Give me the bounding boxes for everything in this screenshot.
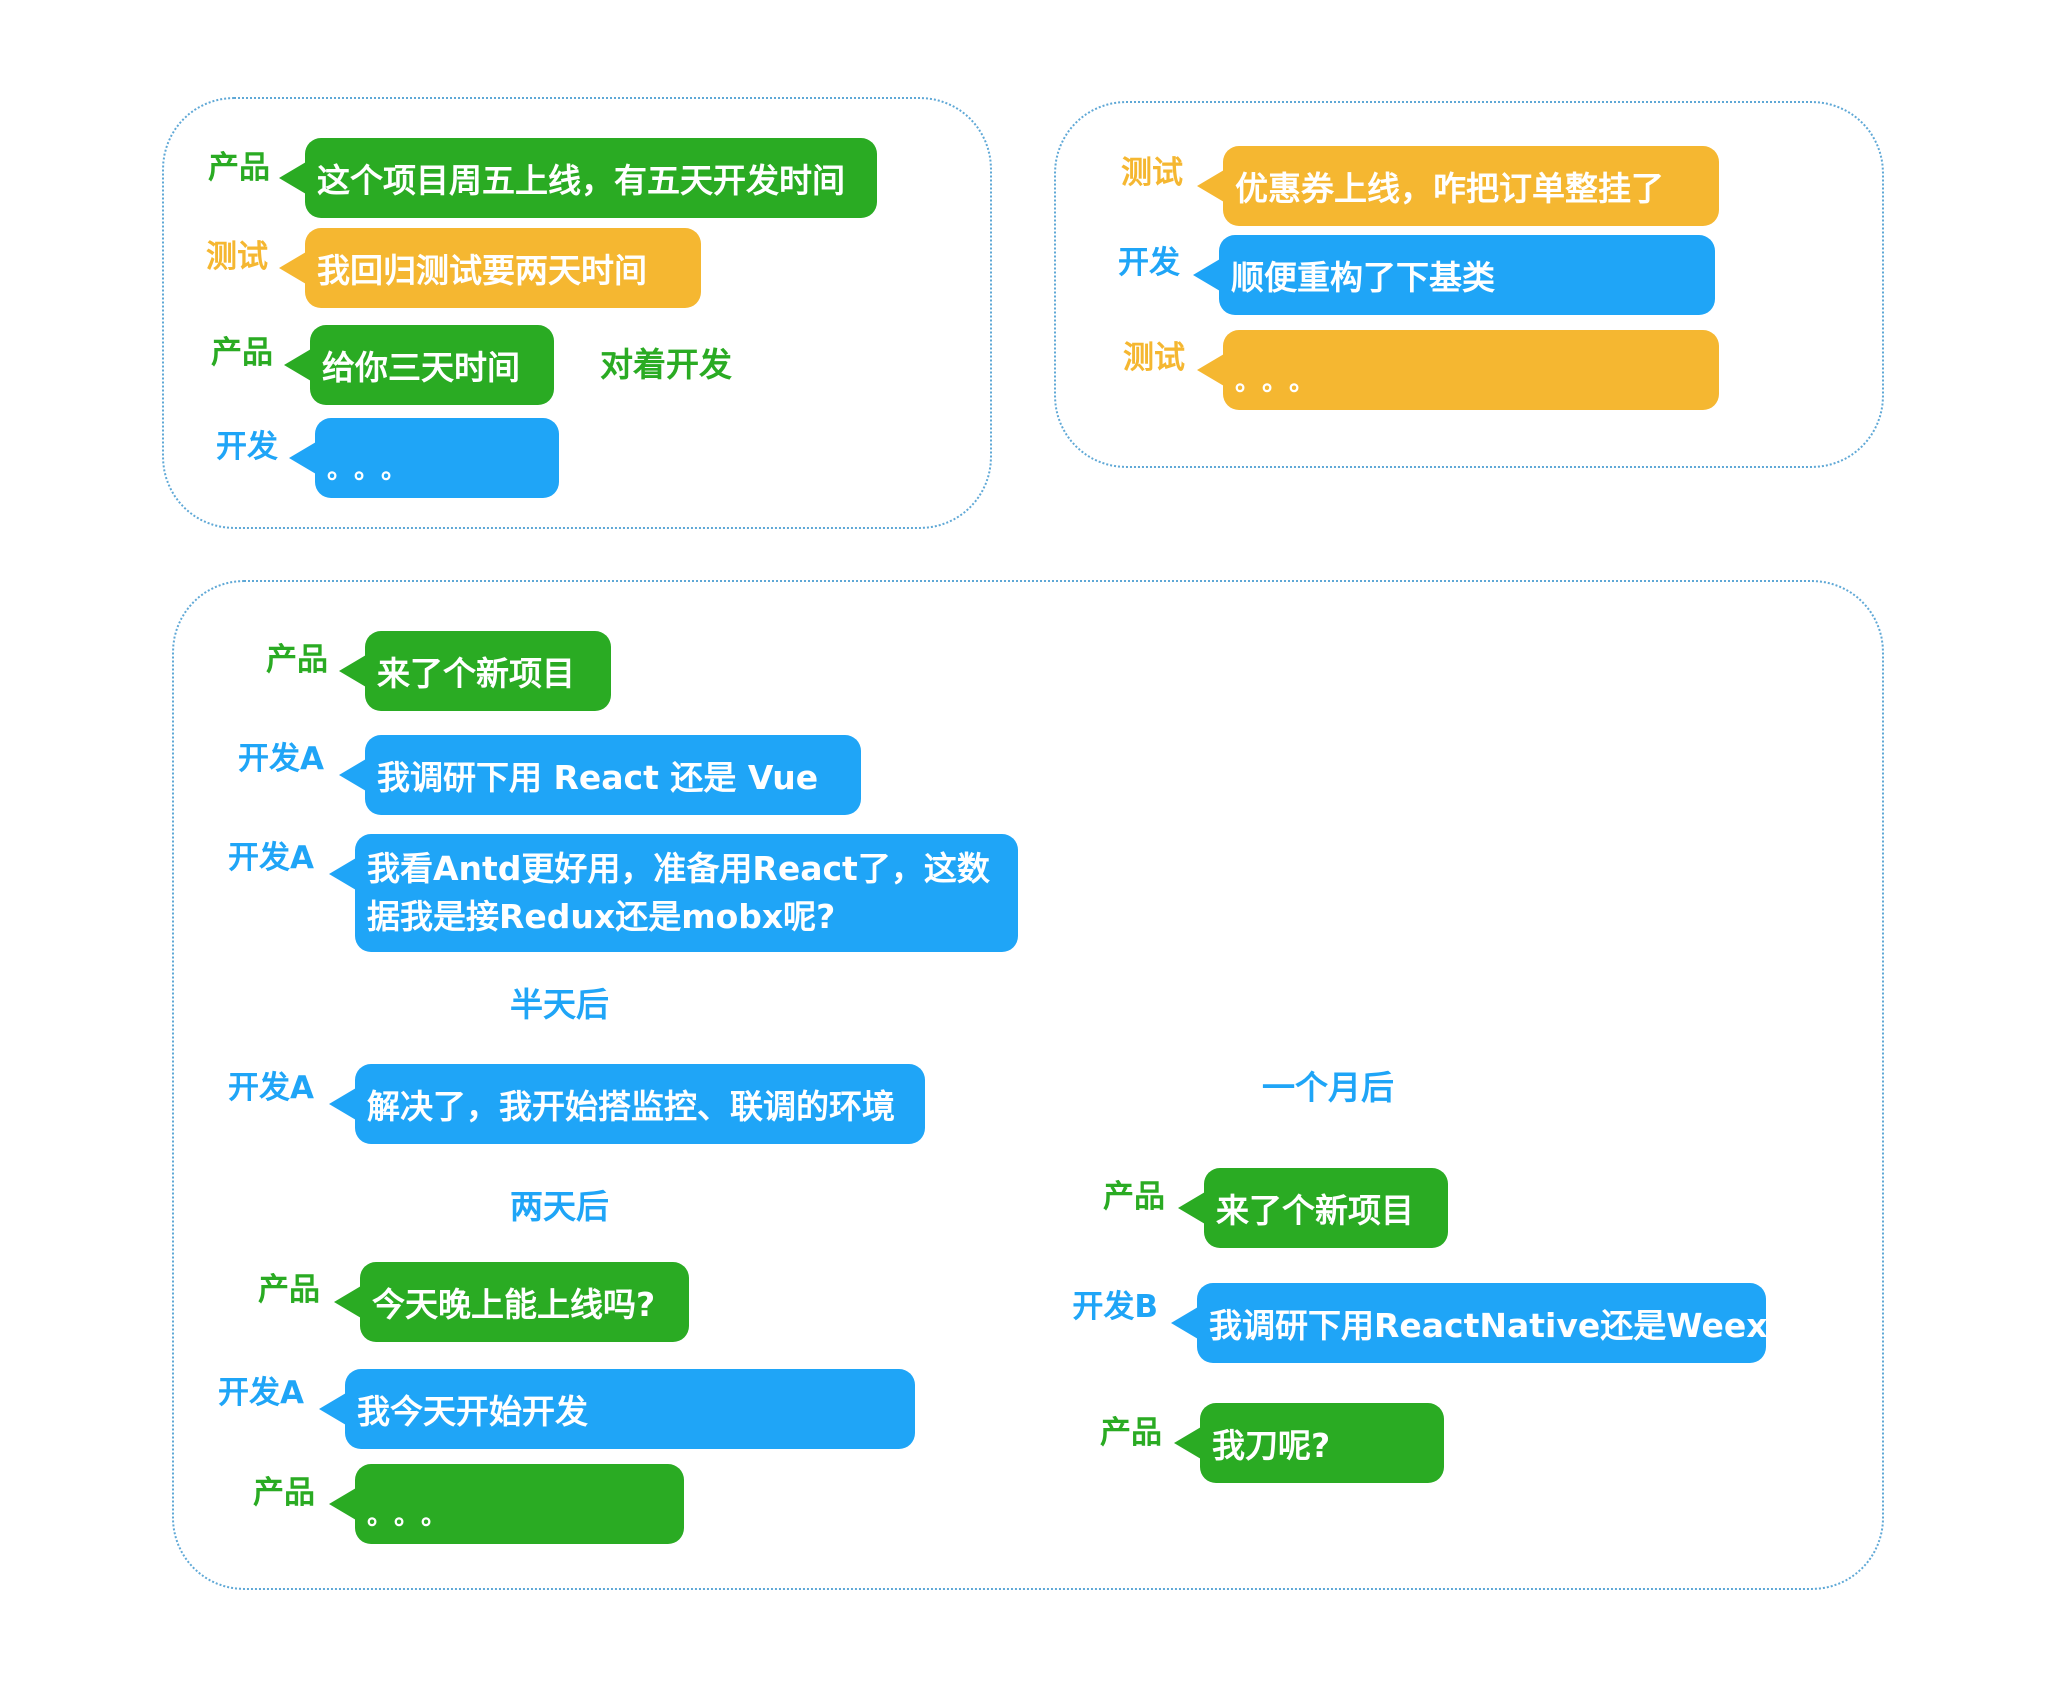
chat-bubble: 优惠券上线，咋把订单整挂了	[1197, 146, 1719, 226]
chat-bubble: 给你三天时间	[284, 325, 554, 405]
chat-bubble-text: 我调研下用ReactNative还是Weex	[1209, 1306, 1768, 1345]
speaker-label: 开发	[216, 429, 278, 465]
speaker-label: 开发B	[1072, 1289, 1158, 1325]
speaker-label: 开发A	[228, 840, 314, 876]
chat-bubble-text: 优惠券上线，咋把订单整挂了	[1235, 169, 1664, 208]
annotation-note: 两天后	[510, 1187, 609, 1226]
chat-bubble: 今天晚上能上线吗?	[334, 1262, 689, 1342]
speaker-label: 产品	[208, 150, 270, 186]
speaker-label: 产品	[253, 1475, 315, 1511]
speaker-label: 测试	[1123, 340, 1185, 376]
chat-bubble-text: 我刀呢?	[1212, 1426, 1331, 1465]
chat-bubble-text: 这个项目周五上线，有五天开发时间	[317, 161, 845, 200]
speaker-label: 产品	[266, 642, 328, 678]
speaker-label: 开发A	[218, 1375, 304, 1411]
annotation-note: 对着开发	[600, 345, 732, 384]
chat-panel-new-project	[172, 580, 1884, 1590]
speaker-label: 产品	[258, 1272, 320, 1308]
chat-bubble-text: 我调研下用 React 还是 Vue	[377, 758, 819, 797]
chat-bubble: 这个项目周五上线，有五天开发时间	[279, 138, 877, 218]
chat-bubble-text: 我今天开始开发	[357, 1392, 588, 1431]
chat-bubble-text: 。。。	[1235, 366, 1330, 397]
chat-bubble: 我看Antd更好用，准备用React了，这数据我是接Redux还是mobx呢?	[329, 834, 1018, 952]
chat-bubble-text: 顺便重构了下基类	[1231, 258, 1495, 297]
chat-bubble-text: 来了个新项目	[1216, 1191, 1414, 1230]
chat-bubble-text: 来了个新项目	[377, 654, 575, 693]
chat-bubble-text: 。。。	[367, 1500, 462, 1531]
chat-bubble: 。。。	[329, 1464, 684, 1544]
chat-panel-refactor	[1054, 101, 1884, 468]
speaker-label: 产品	[211, 335, 273, 371]
chat-panel-deadline	[162, 97, 992, 529]
chat-bubble: 解决了，我开始搭监控、联调的环境	[329, 1064, 925, 1144]
chat-bubble: 我调研下用ReactNative还是Weex	[1171, 1283, 1768, 1363]
chat-bubble: 我今天开始开发	[319, 1369, 915, 1449]
chat-bubble: 我刀呢?	[1174, 1403, 1444, 1483]
chat-bubble-text: 给你三天时间	[322, 348, 520, 387]
speaker-label: 产品	[1100, 1415, 1162, 1451]
speaker-label: 产品	[1103, 1179, 1165, 1215]
chat-bubble-text: 今天晚上能上线吗?	[372, 1285, 656, 1324]
chat-bubble: 我回归测试要两天时间	[279, 228, 701, 308]
speaker-label: 测试	[206, 239, 268, 275]
chat-bubble: 。。。	[289, 418, 559, 498]
speaker-label: 开发A	[238, 741, 324, 777]
chat-bubble-text: 我看Antd更好用，准备用React了，这数据我是接Redux还是mobx呢?	[367, 849, 990, 936]
speaker-label: 开发A	[228, 1070, 314, 1106]
chat-bubble: 顺便重构了下基类	[1193, 235, 1715, 315]
chat-bubble-text: 。。。	[327, 454, 422, 485]
chat-bubble: 来了个新项目	[1178, 1168, 1448, 1248]
chat-bubble: 。。。	[1197, 330, 1719, 410]
chat-bubble: 来了个新项目	[339, 631, 611, 711]
speaker-label: 测试	[1121, 155, 1183, 191]
chat-bubble-text: 我回归测试要两天时间	[317, 251, 647, 290]
annotation-note: 半天后	[510, 985, 609, 1024]
speaker-label: 开发	[1118, 245, 1180, 281]
chat-bubble-text: 解决了，我开始搭监控、联调的环境	[367, 1087, 895, 1126]
chat-bubble: 我调研下用 React 还是 Vue	[339, 735, 861, 815]
annotation-note: 一个月后	[1262, 1068, 1394, 1107]
